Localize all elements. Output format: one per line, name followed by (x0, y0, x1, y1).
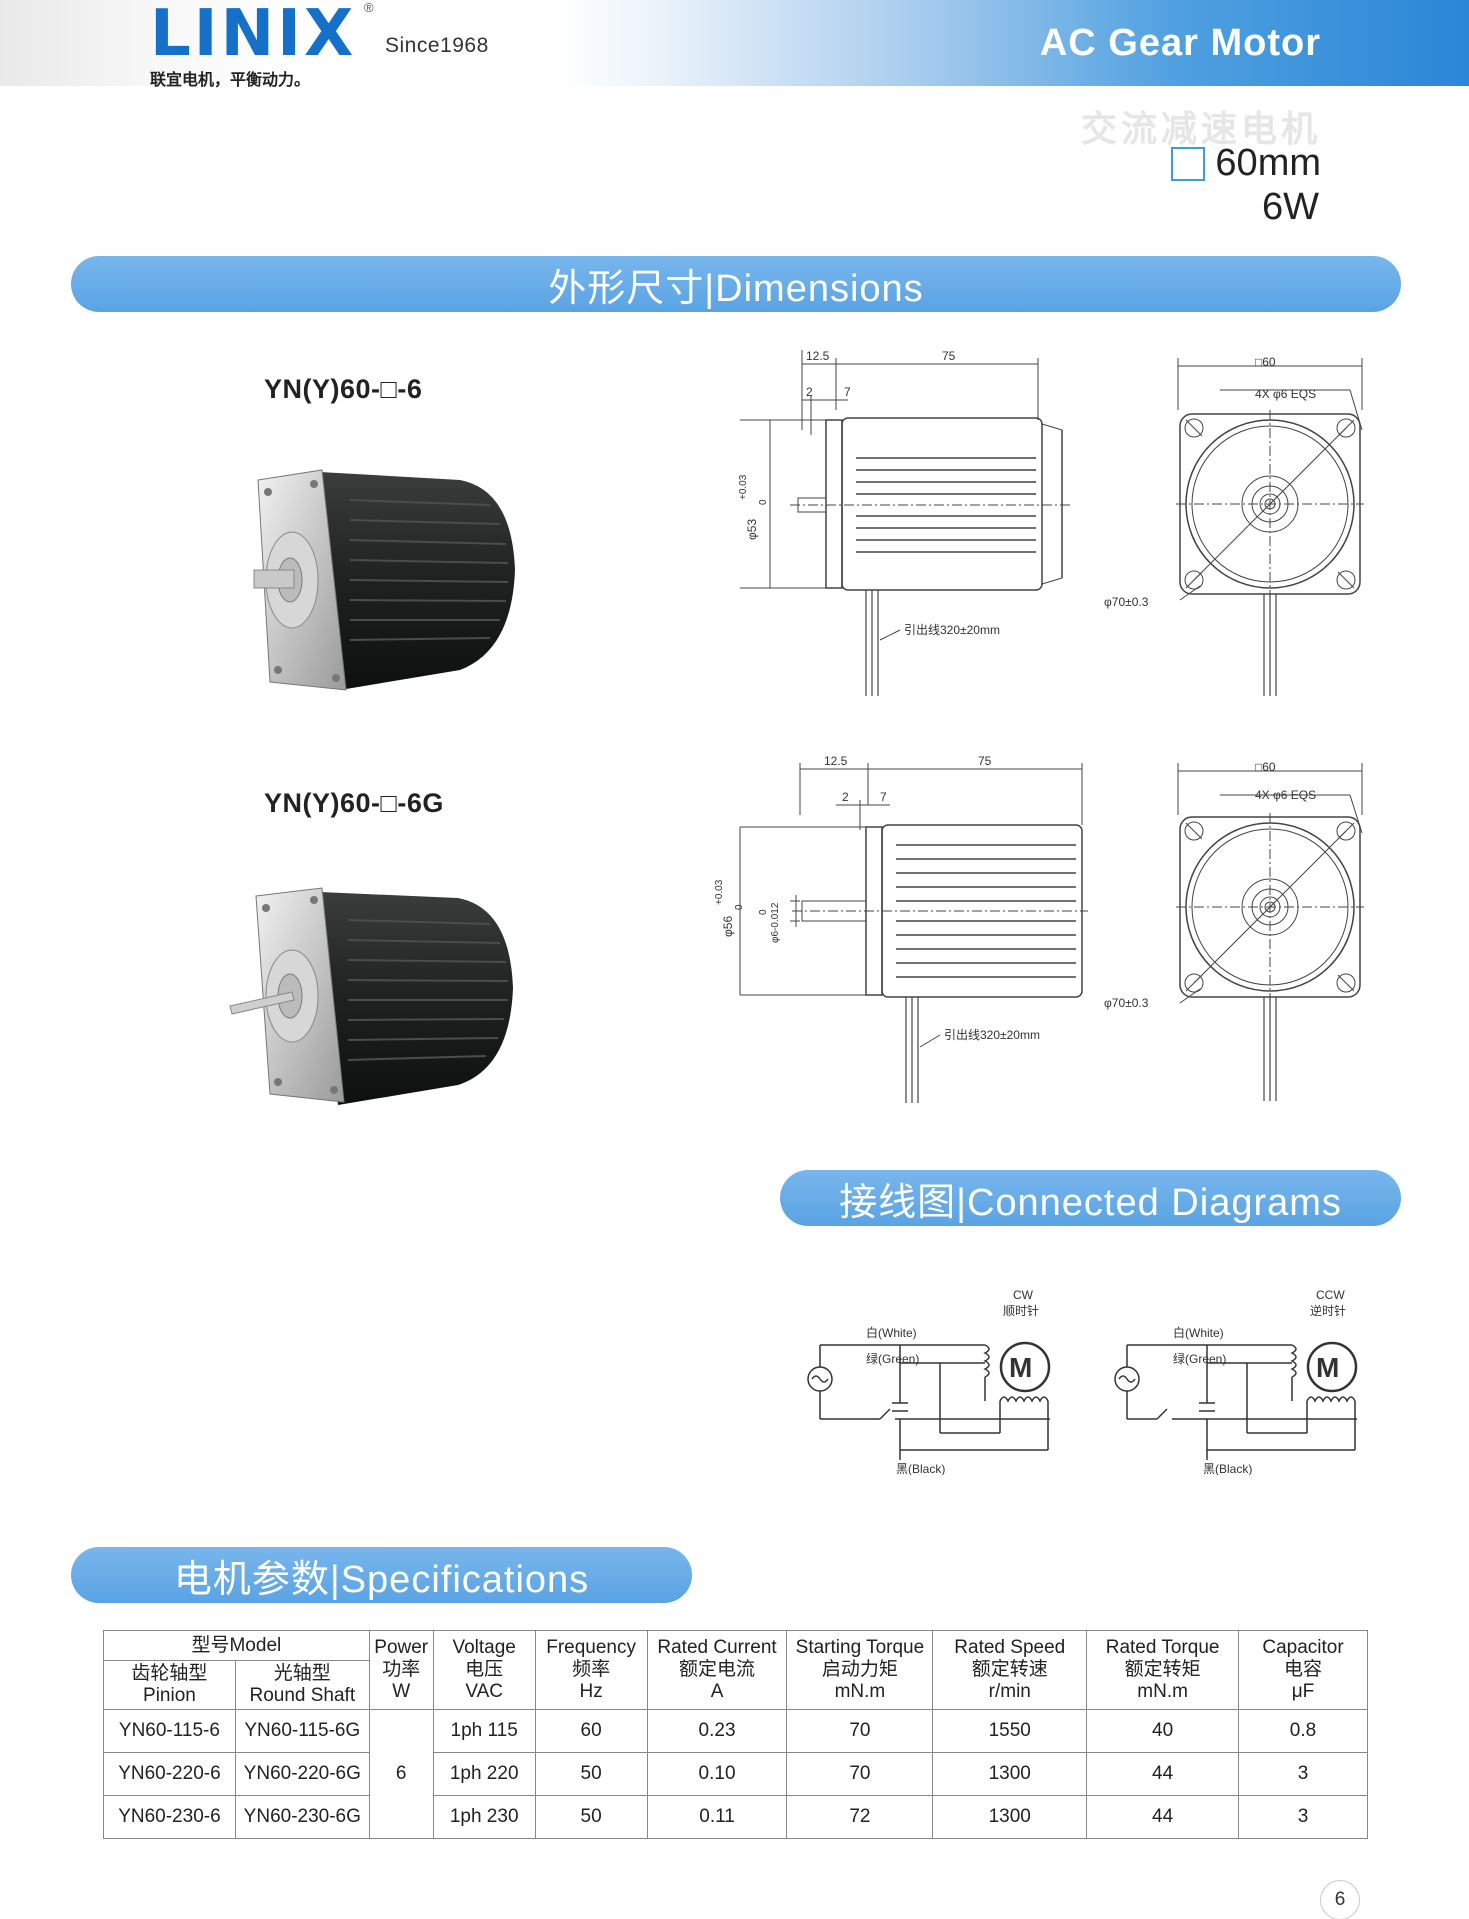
black-wire-label: 黑(Black) (896, 1462, 945, 1475)
frame-size: 60mm (1171, 142, 1321, 185)
table-row: YN60-115-6 YN60-115-6G 6 1ph 115 60 0.23… (103, 1709, 1368, 1839)
dim-2: 2 (806, 385, 813, 399)
dim-pcd: φ70±0.3 (1104, 595, 1149, 609)
power-rating: 6W (1262, 186, 1319, 228)
motor-symbol: M (1316, 1352, 1339, 1383)
dim-dia: φ56 (721, 916, 735, 937)
dim-holes: 4X φ6 EQS (1255, 387, 1316, 401)
dim-holes: 4X φ6 EQS (1255, 788, 1316, 802)
dim-dia: φ53 (745, 519, 759, 540)
dim-75: 75 (978, 755, 992, 768)
dim-7: 7 (844, 385, 851, 399)
dim-pcd: φ70±0.3 (1104, 996, 1149, 1010)
motor-photo-pinion (253, 469, 515, 691)
dim-tol: +0.03 (714, 879, 725, 905)
black-wire-label: 黑(Black) (1203, 1462, 1252, 1475)
brand-logo: LINIX (150, 0, 357, 71)
model-label-round-shaft: YN(Y)60-□-6G (264, 788, 444, 818)
brand-slogan: 联宜电机，平衡动力。 (150, 70, 311, 89)
model-label-pinion: YN(Y)60-□-6 (264, 374, 423, 404)
dim-shaft-tol0: 0 (758, 909, 769, 915)
dim-tol0: 0 (734, 904, 745, 910)
direction-label: CW (1013, 1288, 1034, 1302)
header-band (0, 0, 1469, 86)
dim-tol: +0.03 (738, 474, 749, 500)
motor-symbol: M (1009, 1352, 1032, 1383)
cn-subtitle: 交流减速电机 (1080, 108, 1321, 149)
dim-12-5: 12.5 (806, 350, 830, 363)
dim-2: 2 (842, 790, 849, 804)
direction-label-cn: 逆时针 (1310, 1303, 1346, 1318)
dim-square-60: □60 (1255, 760, 1276, 774)
table-row: YN60-220-6 YN60-220-6G 1ph 220 50 0.10 7… (103, 1752, 1368, 1796)
page-title: AC Gear Motor (1039, 22, 1321, 64)
dimension-drawing-side-pinion: 12.5 75 2 7 φ53 +0.03 0 引出线320±20mm (738, 350, 1070, 696)
dim-tol0: 0 (758, 499, 769, 505)
direction-label: CCW (1316, 1288, 1345, 1302)
page-number: 6 (1320, 1880, 1360, 1919)
green-wire-label: 绿(Green) (866, 1351, 919, 1366)
section-specifications: 电机参数|Specifications (71, 1547, 692, 1603)
frame-size-value: 60mm (1215, 142, 1321, 184)
section-dimensions: 外形尺寸|Dimensions (71, 256, 1401, 312)
dimension-drawing-front-round-shaft: □60 4X φ6 EQS φ70±0.3 (1104, 760, 1364, 1101)
dim-square-60: □60 (1255, 355, 1276, 369)
dim-12-5: 12.5 (824, 755, 848, 768)
dimension-drawing-front-pinion: □60 4X φ6 EQS φ70±0.3 (1104, 355, 1364, 696)
since-text: Since1968 (385, 34, 489, 57)
dim-shaft: φ6-0.012 (770, 902, 781, 943)
white-wire-label: 白(White) (866, 1325, 917, 1340)
section-connected-diagrams: 接线图|Connected Diagrams (780, 1170, 1401, 1226)
square-icon (1171, 146, 1206, 181)
registered-mark: ® (364, 0, 374, 15)
white-wire-label: 白(White) (1173, 1325, 1224, 1340)
lead-length: 引出线320±20mm (944, 1028, 1040, 1042)
dimension-drawing-side-round-shaft: 12.5 75 2 7 φ56 +0.03 0 φ6-0.012 0 引出线32… (714, 755, 1088, 1103)
motor-photo-round-shaft (229, 887, 513, 1105)
dim-75: 75 (942, 350, 956, 363)
dim-7: 7 (880, 790, 887, 804)
power-value: 6 (368, 1709, 434, 1839)
direction-label-cn: 顺时针 (1003, 1303, 1039, 1318)
wiring-diagram-ccw: M CCW 逆时针 白(White) 绿(Green) 黑(Black) (1114, 1288, 1358, 1475)
green-wire-label: 绿(Green) (1173, 1351, 1226, 1366)
wiring-diagram-cw: M CW 顺时针 白(White) 绿(Green) 黑(Black) (807, 1288, 1051, 1475)
lead-length: 引出线320±20mm (904, 623, 1000, 637)
header-model: 型号Model (103, 1630, 370, 1661)
table-row: YN60-230-6 YN60-230-6G 1ph 230 50 0.11 7… (103, 1795, 1368, 1839)
